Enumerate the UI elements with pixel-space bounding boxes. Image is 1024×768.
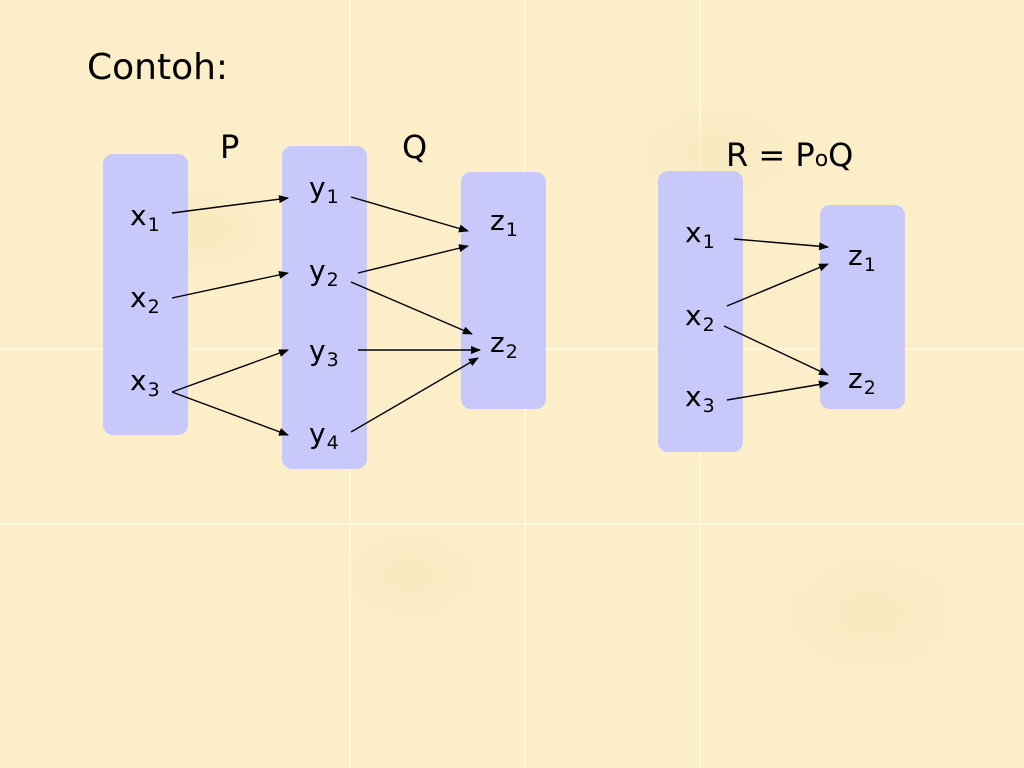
node-z1-composition: z1 bbox=[848, 239, 876, 277]
node-y1: y1 bbox=[309, 171, 339, 209]
arrow-p-x3-y3 bbox=[171, 349, 289, 393]
arrow-q-y4-z2 bbox=[350, 357, 479, 433]
node-y2: y2 bbox=[309, 254, 339, 292]
arrow-p-x1-y1 bbox=[171, 195, 289, 214]
arrow-q-y2-z1 bbox=[357, 244, 469, 274]
composition-operator: o bbox=[814, 147, 829, 172]
arrow-r-x3-z2 bbox=[726, 380, 829, 401]
set-x-box-composition bbox=[658, 171, 743, 452]
node-x3: x3 bbox=[130, 364, 160, 402]
node-x3-composition: x3 bbox=[685, 380, 715, 418]
relation-p-label: P bbox=[220, 128, 240, 166]
arrow-r-x2-z2 bbox=[723, 325, 829, 376]
arrow-p-x3-y4 bbox=[171, 391, 289, 436]
node-z1: z1 bbox=[490, 204, 518, 242]
node-y3: y3 bbox=[309, 334, 339, 372]
relation-q-label: Q bbox=[402, 128, 428, 166]
node-z2-composition: z2 bbox=[848, 362, 876, 400]
set-z-box-composition bbox=[820, 205, 905, 409]
arrow-q-y2-z2 bbox=[350, 281, 473, 335]
node-y4: y4 bbox=[309, 417, 339, 455]
composition-rhs: Q bbox=[828, 136, 854, 174]
arrow-q-y1-z1 bbox=[350, 196, 469, 233]
set-x-box bbox=[103, 154, 188, 435]
node-x2: x2 bbox=[130, 281, 160, 319]
node-x2-composition: x2 bbox=[685, 299, 715, 337]
arrow-r-x1-z1 bbox=[733, 238, 829, 251]
set-z-box bbox=[461, 172, 546, 409]
composition-lhs: R = P bbox=[726, 136, 815, 174]
composition-label: R = PoQ bbox=[726, 137, 853, 178]
slide-title: Contoh: bbox=[87, 47, 229, 88]
arrow-p-x2-y2 bbox=[171, 270, 289, 299]
arrow-r-x2-z1 bbox=[726, 263, 829, 307]
set-y-box bbox=[282, 146, 367, 469]
node-z2: z2 bbox=[490, 326, 518, 364]
node-x1-composition: x1 bbox=[685, 216, 715, 254]
node-x1: x1 bbox=[130, 199, 160, 237]
